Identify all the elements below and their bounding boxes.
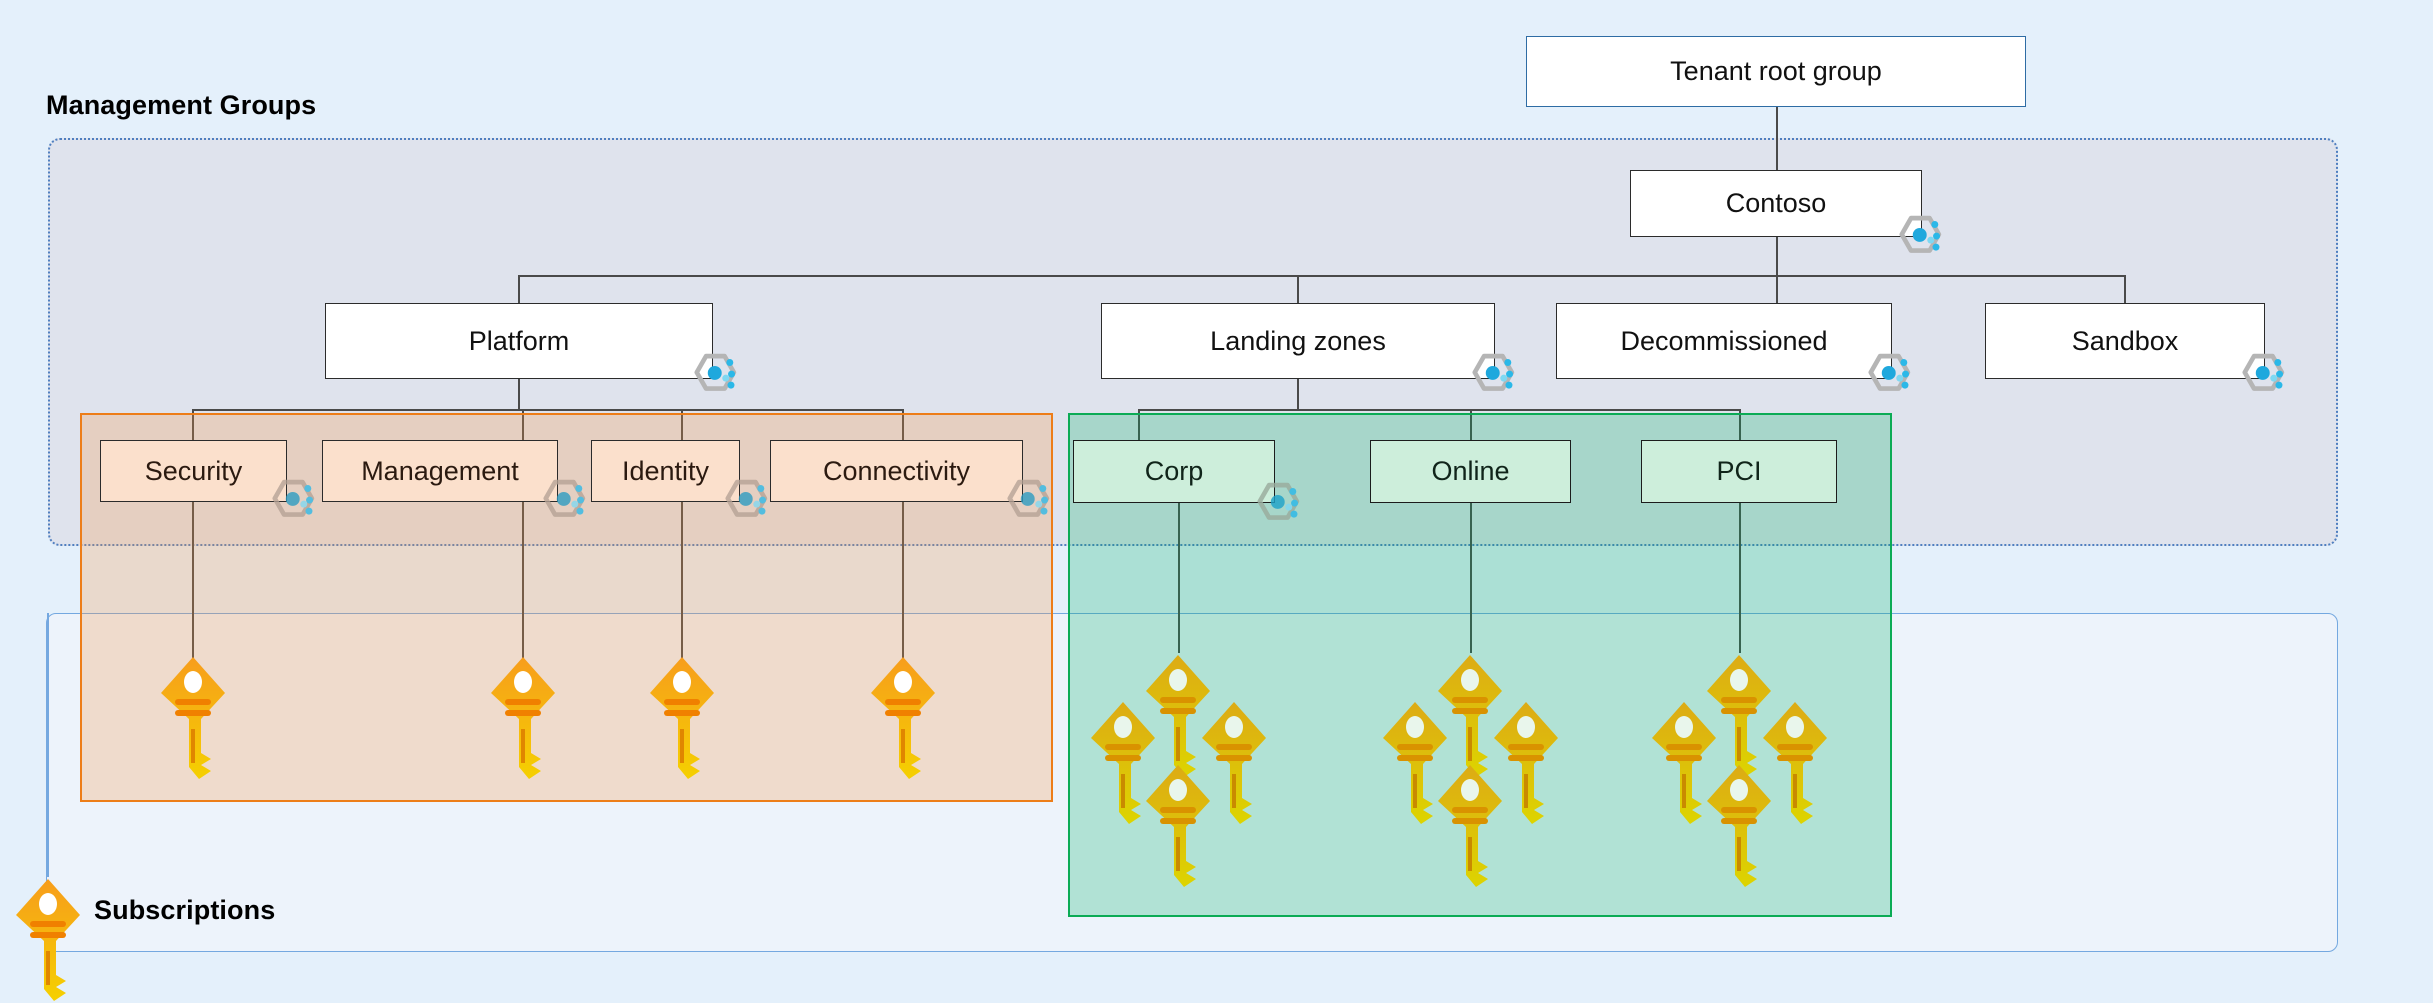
subscription-key-icon	[155, 655, 231, 781]
node-label: Corp	[1144, 456, 1204, 486]
management-group-hexagon-icon	[684, 348, 742, 406]
subscription-key-icon	[10, 877, 86, 1003]
node-label: Security	[144, 455, 243, 486]
connector-platform-to-security	[192, 409, 194, 444]
node-label: Tenant root group	[1670, 56, 1882, 86]
node-label: Sandbox	[2071, 325, 2179, 356]
subscription-key-icon	[1757, 700, 1833, 826]
subscription-key-icon	[865, 655, 941, 781]
node-online[interactable]: Online	[1370, 440, 1571, 503]
subscription-key-icon	[1377, 700, 1453, 826]
connector-platform-bus	[192, 409, 902, 411]
subscription-key-icon	[485, 655, 561, 781]
connector-management-to-subscription	[522, 500, 524, 660]
connector-lz-to-online	[1470, 409, 1472, 444]
connector-lz-to-pci	[1739, 409, 1741, 444]
node-label: Contoso	[1725, 188, 1827, 218]
connector-root-to-contoso	[1776, 107, 1778, 176]
node-label: PCI	[1716, 456, 1762, 486]
subscription-key-icon	[1140, 653, 1216, 779]
node-corp[interactable]: Corp	[1073, 440, 1275, 503]
node-label: Connectivity	[822, 455, 971, 486]
connector-bus-to-decommissioned	[1776, 275, 1778, 303]
subscription-key-icon	[1646, 700, 1722, 826]
subscription-key-icon	[1196, 700, 1272, 826]
node-platform[interactable]: Platform	[325, 303, 713, 379]
subscription-key-icon	[1085, 700, 1161, 826]
connector-landing-zones-bus	[1138, 409, 1739, 411]
node-pci[interactable]: PCI	[1641, 440, 1837, 503]
node-decommissioned[interactable]: Decommissioned	[1556, 303, 1892, 379]
connector-online-to-subscriptions	[1470, 500, 1472, 653]
management-group-hexagon-icon	[1858, 348, 1916, 406]
connector-landing-zones-down	[1297, 379, 1299, 410]
node-label: Platform	[468, 325, 570, 356]
node-security[interactable]: Security	[100, 440, 287, 502]
connector-identity-to-subscription	[681, 500, 683, 660]
connector-bus-to-landing-zones	[1297, 275, 1299, 303]
management-group-hexagon-icon	[262, 474, 320, 532]
connector-pci-to-subscriptions	[1739, 503, 1741, 653]
management-group-hexagon-icon	[1889, 210, 1947, 268]
management-groups-label: Management Groups	[46, 90, 317, 120]
node-connectivity[interactable]: Connectivity	[770, 440, 1023, 502]
subscription-key-icon	[1432, 653, 1508, 779]
management-group-hexagon-icon	[715, 474, 773, 532]
subscription-key-icon	[1701, 763, 1777, 889]
connector-bus-to-platform	[518, 275, 520, 303]
connector-connectivity-to-subscription	[902, 500, 904, 660]
subscriptions-label: Subscriptions	[94, 895, 276, 925]
management-group-hexagon-icon	[997, 474, 1055, 532]
connector-platform-to-connectivity	[902, 409, 904, 444]
management-group-hexagon-icon	[1247, 477, 1305, 535]
connector-platform-to-identity	[681, 409, 683, 444]
connector-security-to-subscription	[192, 500, 194, 660]
node-tenant-root-group[interactable]: Tenant root group	[1526, 36, 2026, 107]
node-label: Landing zones	[1210, 325, 1386, 356]
connector-corp-to-subscriptions	[1178, 503, 1180, 653]
node-label: Management	[361, 455, 519, 486]
subscription-key-icon	[1432, 763, 1508, 889]
management-group-hexagon-icon	[2232, 348, 2290, 406]
subscription-key-icon	[1488, 700, 1564, 826]
management-group-hexagon-icon	[533, 474, 591, 532]
management-group-hexagon-icon	[1462, 348, 1520, 406]
connector-platform-down	[518, 379, 520, 410]
connector-lz-to-corp	[1138, 409, 1140, 444]
subscription-key-icon	[1140, 763, 1216, 889]
connector-legend-key-stem	[47, 613, 49, 877]
connector-bus-to-sandbox	[2124, 275, 2126, 303]
connector-level2-bus	[518, 275, 2125, 277]
subscription-key-icon	[644, 655, 720, 781]
node-management[interactable]: Management	[322, 440, 558, 502]
connector-platform-to-management	[522, 409, 524, 444]
subscription-key-icon	[1701, 653, 1777, 779]
node-label: Decommissioned	[1620, 325, 1828, 356]
node-contoso[interactable]: Contoso	[1630, 170, 1922, 237]
connector-contoso-to-bus	[1776, 237, 1778, 276]
node-label: Online	[1431, 456, 1510, 486]
node-landing-zones[interactable]: Landing zones	[1101, 303, 1495, 379]
node-sandbox[interactable]: Sandbox	[1985, 303, 2265, 379]
node-identity[interactable]: Identity	[591, 440, 740, 502]
node-label: Identity	[621, 455, 710, 486]
